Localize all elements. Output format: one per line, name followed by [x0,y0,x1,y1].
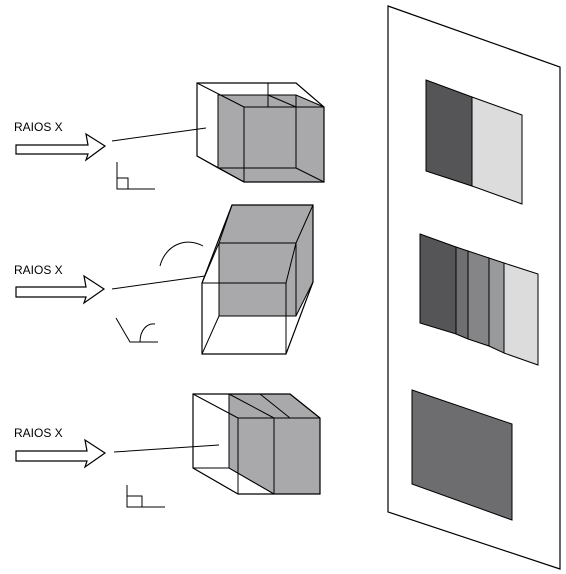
xray-label-3: RAIOS X [14,426,63,440]
cube-3 [192,393,321,495]
block-front-2 [218,204,314,317]
row-2-beam: RAIOS X [14,241,206,343]
projection-image-3 [411,389,513,521]
rotation-arc-2 [159,241,204,267]
xray-arrow-1 [15,132,107,162]
detector-plate [387,5,561,570]
cube-1 [196,82,325,183]
beam-line-2 [111,275,206,290]
cube-2 [201,204,314,355]
xray-arrow-3 [15,438,107,469]
projection-image-1 [425,79,523,205]
beam-line-1 [111,127,207,142]
beam-line-3 [113,444,220,453]
row-1-beam: RAIOS X [14,120,207,190]
xray-arrow-2 [15,274,106,305]
projection-image-2 [419,233,539,366]
xray-label-1: RAIOS X [14,120,63,134]
angle-symbol-2 [115,317,158,343]
row-3-beam: RAIOS X [14,426,220,508]
angle-symbol-3 [126,485,165,508]
angle-symbol-1 [116,162,155,190]
xray-label-2: RAIOS X [14,263,63,277]
block-front-1 [217,94,325,183]
